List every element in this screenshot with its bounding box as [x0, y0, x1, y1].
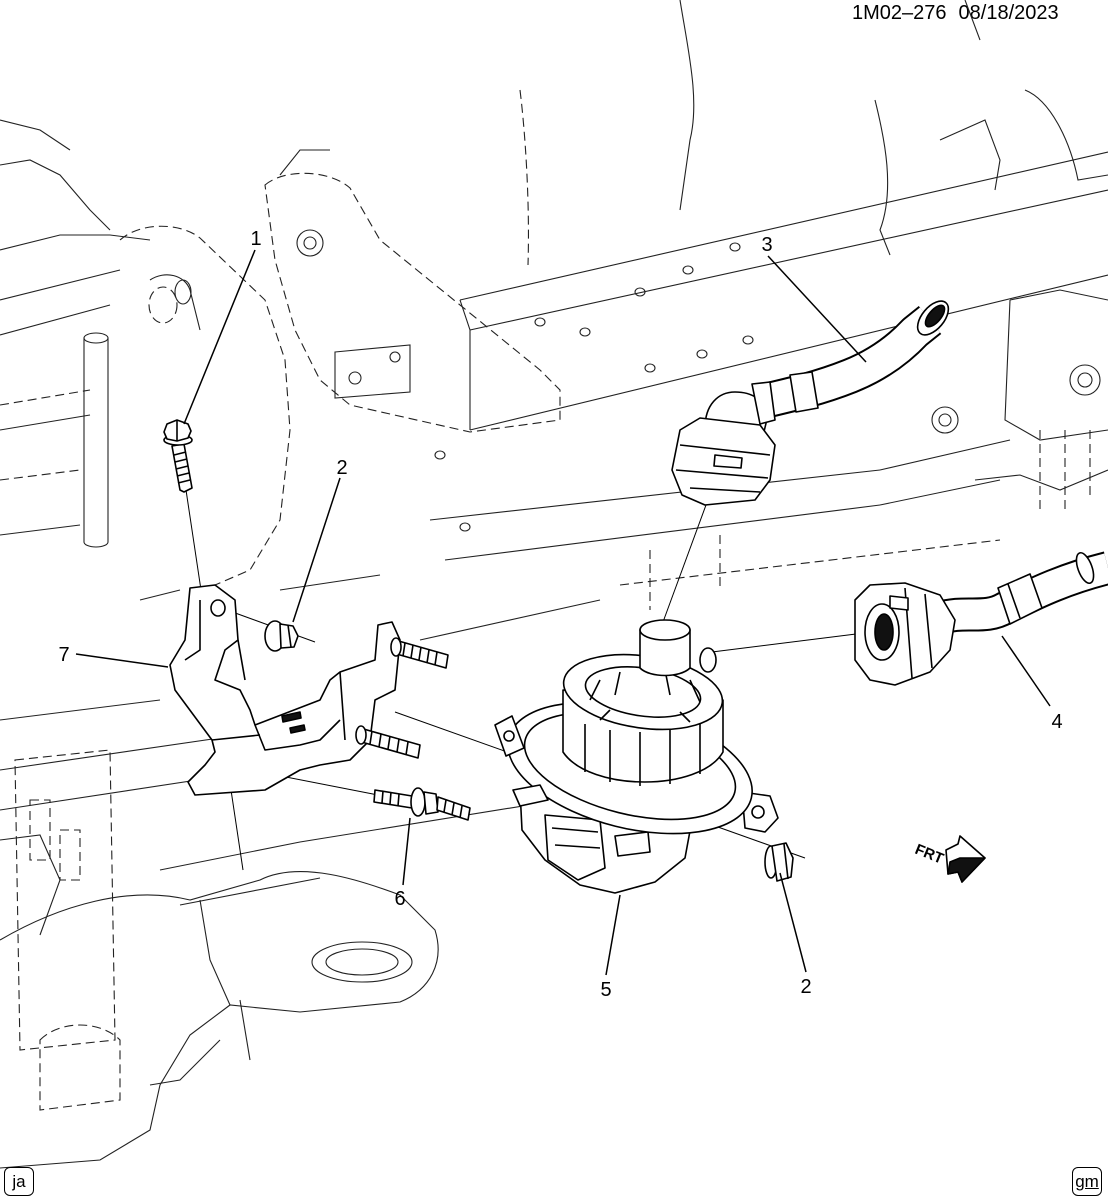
callout-3: 3 — [761, 234, 772, 256]
diagram-date: 08/18/2023 — [958, 2, 1059, 24]
frt-label: FRT — [913, 841, 946, 868]
bracket-stud-upper — [390, 637, 449, 669]
callout-1: 1 — [250, 228, 261, 250]
leader-line-5 — [605, 894, 621, 976]
callout-7: 7 — [58, 644, 69, 666]
pump-bracket — [169, 584, 401, 796]
gm-logo-badge: gm — [1072, 1167, 1102, 1196]
illustrator-badge: ja — [4, 1167, 34, 1196]
stud-6 — [373, 787, 471, 821]
bracket-stud-lower — [355, 725, 421, 759]
auxiliary-pump — [494, 619, 779, 894]
front-direction-indicator: FRT — [913, 835, 986, 883]
leader-line-2-lower — [779, 872, 807, 973]
leader-line-7 — [75, 653, 169, 668]
bolt-1 — [163, 419, 193, 493]
nut-2-upper — [264, 620, 299, 652]
leader-line-6 — [402, 817, 411, 886]
callout-leader-lines — [75, 249, 1051, 976]
callout-2-upper: 2 — [336, 457, 347, 479]
vehicle-frame-background — [0, 0, 1108, 1169]
callout-6: 6 — [394, 888, 405, 910]
leader-line-4 — [1001, 635, 1051, 707]
coolant-hose-lower — [854, 551, 1108, 686]
leader-line-2-upper — [292, 477, 341, 623]
coolant-hose-upper — [671, 300, 950, 506]
leader-line-3 — [767, 255, 867, 363]
diagram-header: 1M02–276 08/18/2023 — [852, 2, 1059, 25]
leader-line-1 — [183, 249, 256, 425]
callout-5: 5 — [600, 979, 611, 1001]
nut-2-lower — [764, 842, 794, 882]
callout-4: 4 — [1051, 711, 1062, 733]
callout-numbers: 1 2 3 7 4 6 5 2 — [58, 228, 1062, 1001]
callout-2-lower: 2 — [800, 976, 811, 998]
diagram-code: 1M02–276 — [852, 2, 947, 24]
